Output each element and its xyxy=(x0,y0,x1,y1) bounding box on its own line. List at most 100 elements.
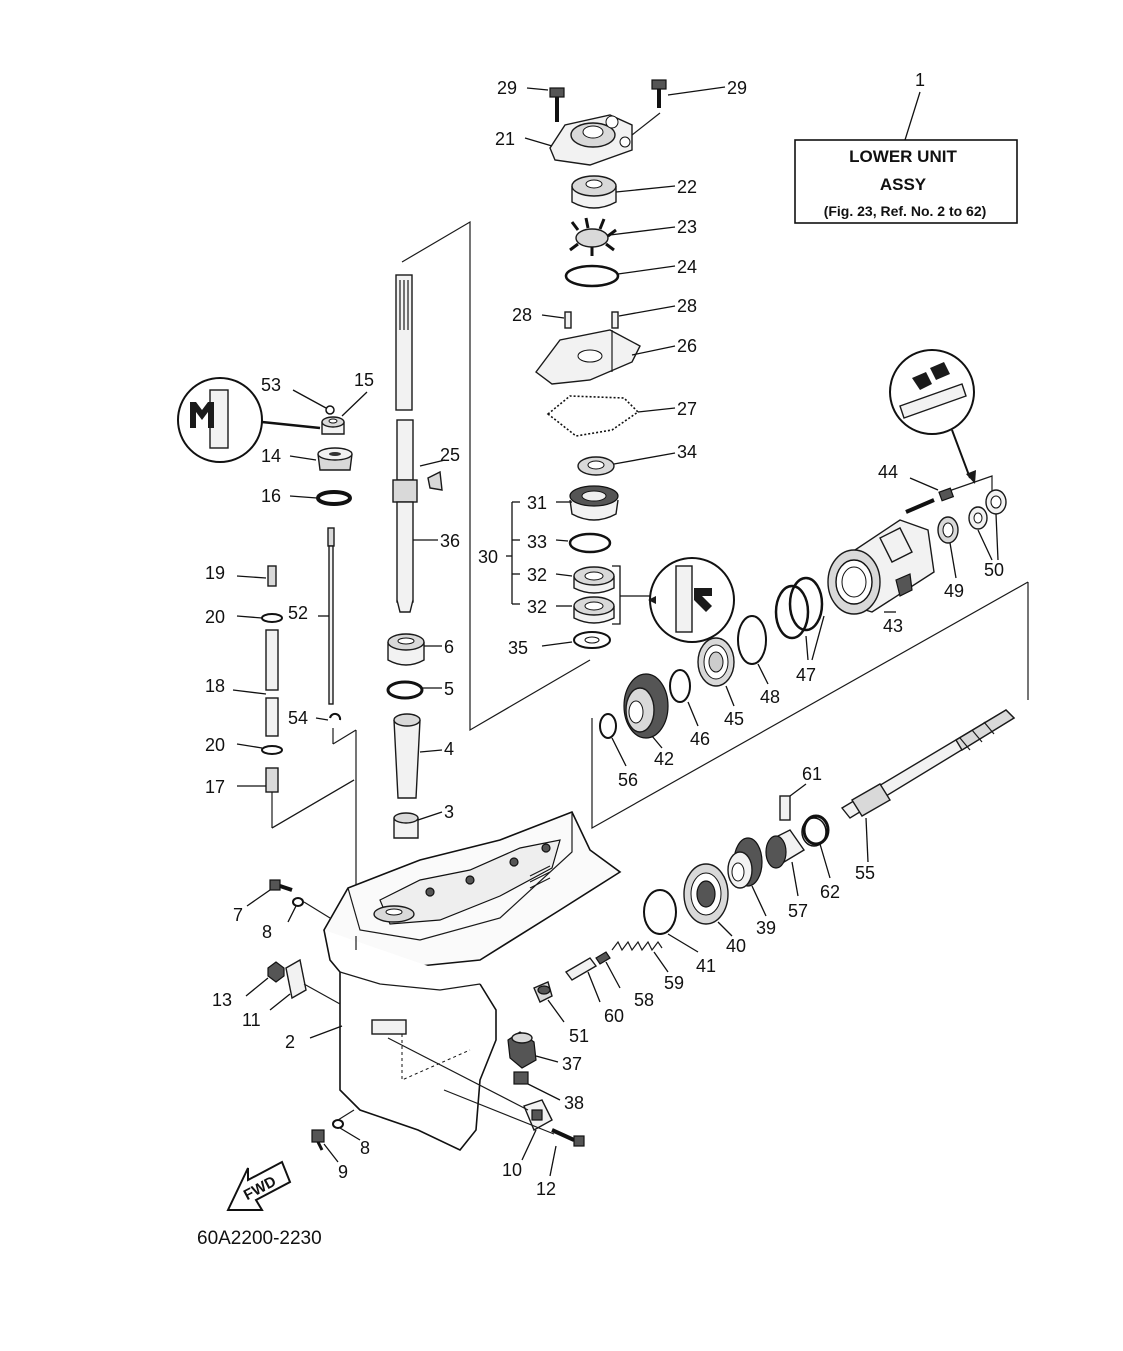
callout-27: 27 xyxy=(677,399,697,419)
callout-23: 23 xyxy=(677,217,697,237)
callout-12: 12 xyxy=(536,1179,556,1199)
lower-case-2-icon xyxy=(323,810,622,1151)
seal-15-icon xyxy=(321,416,345,435)
drain-plug-9-icon xyxy=(311,1129,325,1151)
callout-42: 42 xyxy=(654,749,674,769)
callout-51: 51 xyxy=(569,1026,589,1046)
callout-32b: 32 xyxy=(527,597,547,617)
prop-shaft-housing-43-icon xyxy=(827,519,935,615)
circlip-54-icon xyxy=(329,712,342,721)
callout-29b: 29 xyxy=(727,78,747,98)
callout-5: 5 xyxy=(444,679,454,699)
callout-26: 26 xyxy=(677,336,697,356)
callout-13: 13 xyxy=(212,990,232,1010)
lower-case-group xyxy=(245,779,622,1177)
callout-17: 17 xyxy=(205,777,225,797)
diagram-code: 60A2200-2230 xyxy=(197,1228,322,1249)
seal-housing-31-icon xyxy=(569,485,619,521)
callout-19: 19 xyxy=(205,563,225,583)
nut-13-icon xyxy=(267,961,285,983)
tapered-bearing-40-icon xyxy=(683,863,729,925)
callout-60: 60 xyxy=(604,1006,624,1026)
bushing-6-icon xyxy=(387,633,425,666)
prop-shaft-housing-group xyxy=(591,349,1029,830)
ball-58-icon xyxy=(595,951,611,965)
callout-45: 45 xyxy=(724,709,744,729)
reverse-gear-42-icon xyxy=(623,673,669,739)
callout-40: 40 xyxy=(726,936,746,956)
seal-apply-inset-icon xyxy=(648,557,735,643)
callout-10: 10 xyxy=(502,1160,522,1180)
callout-36: 36 xyxy=(440,531,460,551)
oil-seals-50-icon xyxy=(968,489,1007,530)
callout-43: 43 xyxy=(883,616,903,636)
callout-28b: 28 xyxy=(677,296,697,316)
callout-50: 50 xyxy=(984,560,1004,580)
boot-14-icon xyxy=(317,447,353,471)
o-ring-47a-icon xyxy=(774,584,810,640)
callout-37: 37 xyxy=(562,1054,582,1074)
sleeve-4-icon xyxy=(393,713,421,799)
callout-2: 2 xyxy=(285,1032,295,1052)
callout-52: 52 xyxy=(288,603,308,623)
seal-34-icon xyxy=(577,456,615,476)
impeller-icon xyxy=(569,217,617,256)
callout-21: 21 xyxy=(495,129,515,149)
callout-61: 61 xyxy=(802,764,822,784)
callout-20b: 20 xyxy=(205,735,225,755)
dog-clutch-57-icon xyxy=(765,829,806,869)
washer-35-icon xyxy=(573,631,611,649)
callout-44: 44 xyxy=(878,462,898,482)
callout-49: 49 xyxy=(944,581,964,601)
title-line-1: LOWER UNIT xyxy=(849,147,957,166)
bolt-29-right-icon xyxy=(651,79,667,108)
o-ring-5-icon xyxy=(386,680,424,700)
callout-14: 14 xyxy=(261,446,281,466)
forward-gear-39-icon xyxy=(727,837,763,889)
shift-rod-group xyxy=(177,377,368,940)
pin-28-left-icon xyxy=(564,311,572,329)
callout-35: 35 xyxy=(508,638,528,658)
propeller-shaft-55-icon xyxy=(840,709,1016,819)
insert-cartridge-icon xyxy=(571,175,617,209)
o-ring-47b-icon xyxy=(788,576,824,632)
callout-62: 62 xyxy=(820,882,840,902)
callout-29a: 29 xyxy=(497,78,517,98)
shift-plunger-60-icon xyxy=(564,957,598,981)
shim-48-icon xyxy=(737,615,767,665)
callout-33: 33 xyxy=(527,532,547,552)
callout-22: 22 xyxy=(677,177,697,197)
trim-tab-10-icon xyxy=(523,1099,553,1131)
callout-8a: 8 xyxy=(262,922,272,942)
grease-apply-inset-icon xyxy=(177,377,321,463)
oil-seal-32-upper-icon xyxy=(573,566,615,594)
needle-bearing-49-icon xyxy=(937,516,959,544)
callout-24: 24 xyxy=(677,257,697,277)
shim-41-icon xyxy=(643,889,677,935)
callout-20a: 20 xyxy=(205,607,225,627)
pump-housing-icon xyxy=(549,112,661,166)
callout-54: 54 xyxy=(288,708,308,728)
callout-16: 16 xyxy=(261,486,281,506)
callout-25: 25 xyxy=(440,445,460,465)
callout-41: 41 xyxy=(696,956,716,976)
pin-61-icon xyxy=(779,795,791,821)
callout-31: 31 xyxy=(527,493,547,513)
cross-pin-ring-62-icon xyxy=(801,814,830,847)
callout-46: 46 xyxy=(690,729,710,749)
oil-seal-32-lower-icon xyxy=(573,596,615,624)
water-pump-group xyxy=(524,79,726,476)
title-line-3: (Fig. 23, Ref. No. 2 to 62) xyxy=(824,203,987,219)
drive-shaft-36-icon xyxy=(392,419,418,613)
shim-46-icon xyxy=(669,669,691,703)
callout-6: 6 xyxy=(444,637,454,657)
key-25-icon xyxy=(427,470,443,491)
callout-11: 11 xyxy=(242,1010,261,1030)
callout-56: 56 xyxy=(618,770,638,790)
callout-57: 57 xyxy=(788,901,808,921)
nut-38-icon xyxy=(513,1071,529,1085)
callout-9: 9 xyxy=(338,1162,348,1182)
callout-1: 1 xyxy=(915,70,925,90)
callout-39: 39 xyxy=(756,918,776,938)
